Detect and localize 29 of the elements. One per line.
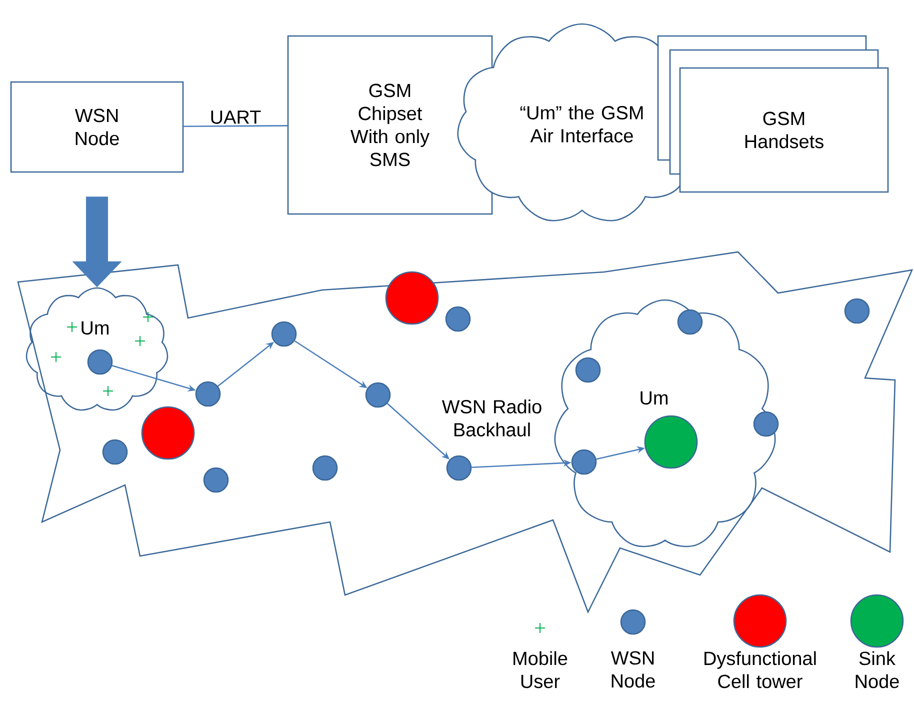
- wsn-node-dot: [445, 306, 471, 332]
- wsn-node-dot: [677, 309, 703, 335]
- wsn-node-dot: [571, 449, 597, 475]
- cloud-label: Um: [82, 321, 109, 335]
- connector-line: [184, 125, 288, 128]
- legend-label: WSN Node: [610, 651, 655, 688]
- process-box: WSN Node: [10, 81, 184, 173]
- process-box: GSM Chipset With only SMS: [287, 35, 493, 215]
- cell-tower-circle: [385, 271, 439, 325]
- cell-tower-circle: [141, 406, 195, 460]
- wsn-node-dot: [203, 467, 229, 493]
- edge-label: UART: [211, 110, 261, 124]
- cloud-label: Um: [640, 391, 668, 405]
- wsn-node-dot: [102, 439, 128, 465]
- legend-label: Sink Node: [856, 651, 899, 688]
- wsn-node-dot: [753, 411, 779, 437]
- stacked-box: GSM Handsets: [657, 35, 889, 193]
- wsn-node-dot: [271, 321, 297, 347]
- wsn-node-dot: [844, 298, 870, 324]
- wsn-node-dot: [446, 455, 472, 481]
- wsn-node-dot: [195, 381, 221, 407]
- wsn-node-dot: [87, 349, 113, 375]
- wsn-node-dot: [312, 455, 338, 481]
- sink-node-circle: [644, 415, 698, 469]
- wsn-node-dot: [575, 357, 601, 383]
- legend-label: Mobile User: [514, 651, 568, 688]
- wsn-node-dot: [365, 382, 391, 408]
- region-label: WSN Radio Backhaul: [442, 400, 542, 436]
- legend-label: Dysfunctional Cell tower: [704, 651, 816, 688]
